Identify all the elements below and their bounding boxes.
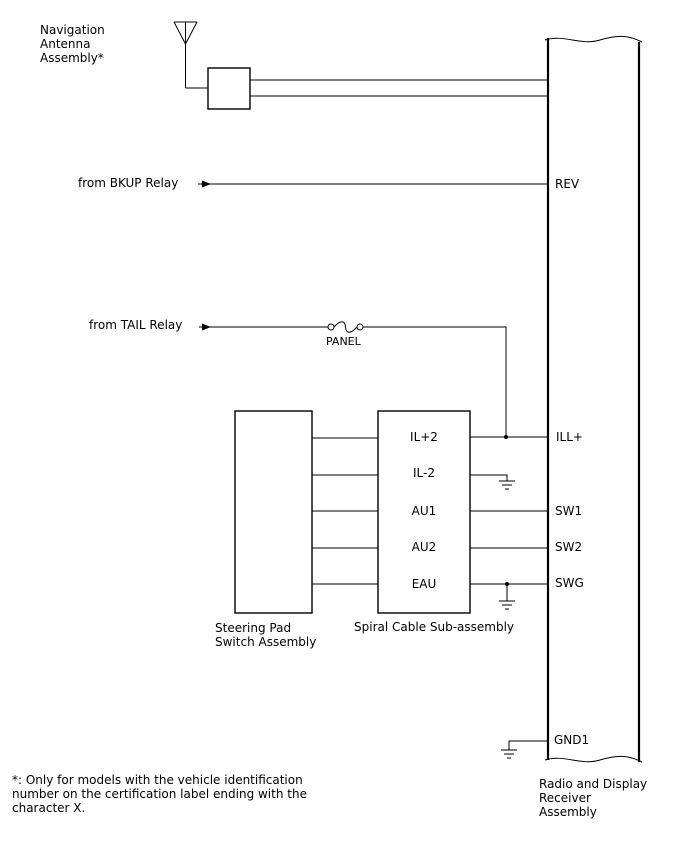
antenna-icon [173, 21, 208, 89]
radio-receiver-body [544, 35, 643, 763]
steering-pad-switch-box [234, 410, 313, 614]
radio-label-line-1: Radio and Display [539, 777, 647, 791]
radio-label-line-3: Assembly [539, 805, 597, 819]
spiral-pin-il2-plus: IL+2 [410, 430, 438, 444]
gnd1-wire [508, 740, 548, 750]
ground-icon [499, 600, 515, 610]
bkup-relay-label: from BKUP Relay [78, 176, 178, 190]
fuse-icon [327, 321, 364, 333]
antenna-label-line-3: Assembly* [40, 51, 104, 65]
tail-relay-label: from TAIL Relay [89, 318, 182, 332]
pin-ill: ILL+ [556, 430, 583, 444]
bkup-arrow-icon [198, 180, 548, 188]
spiral-cable-box [377, 410, 471, 614]
pin-sw2: SW2 [555, 540, 582, 554]
footnote-line-3: character X. [12, 801, 85, 815]
antenna-label-line-1: Navigation [40, 23, 105, 37]
spiral-cable-label: Spiral Cable Sub-assembly [354, 620, 514, 634]
antenna-amplifier-box [207, 67, 251, 110]
tail-wire [363, 326, 507, 437]
footnote-line-1: *: Only for models with the vehicle iden… [12, 773, 303, 787]
tail-arrow-icon [199, 323, 328, 331]
antenna-label-line-2: Antenna [40, 37, 90, 51]
spiral-pin-au1: AU1 [412, 504, 437, 518]
ground-icon [501, 749, 517, 759]
steering-to-spiral-wires [312, 437, 378, 585]
steering-pad-label-line-1: Steering Pad [215, 621, 291, 635]
ground-icon [499, 480, 515, 490]
fuse-label: PANEL [326, 335, 362, 348]
radio-label-line-2: Receiver [539, 791, 591, 805]
pin-swg: SWG [555, 576, 584, 590]
il2-ground-wire [470, 474, 508, 481]
spiral-pin-au2: AU2 [412, 540, 437, 554]
steering-pad-label-line-2: Switch Assembly [215, 635, 316, 649]
spiral-pin-eau: EAU [412, 577, 437, 591]
pin-sw1: SW1 [555, 504, 582, 518]
footnote-line-2: number on the certification label ending… [12, 787, 307, 801]
pin-rev: REV [555, 177, 580, 191]
pin-gnd1: GND1 [554, 733, 589, 747]
spiral-pin-il2-minus: IL-2 [413, 466, 435, 480]
